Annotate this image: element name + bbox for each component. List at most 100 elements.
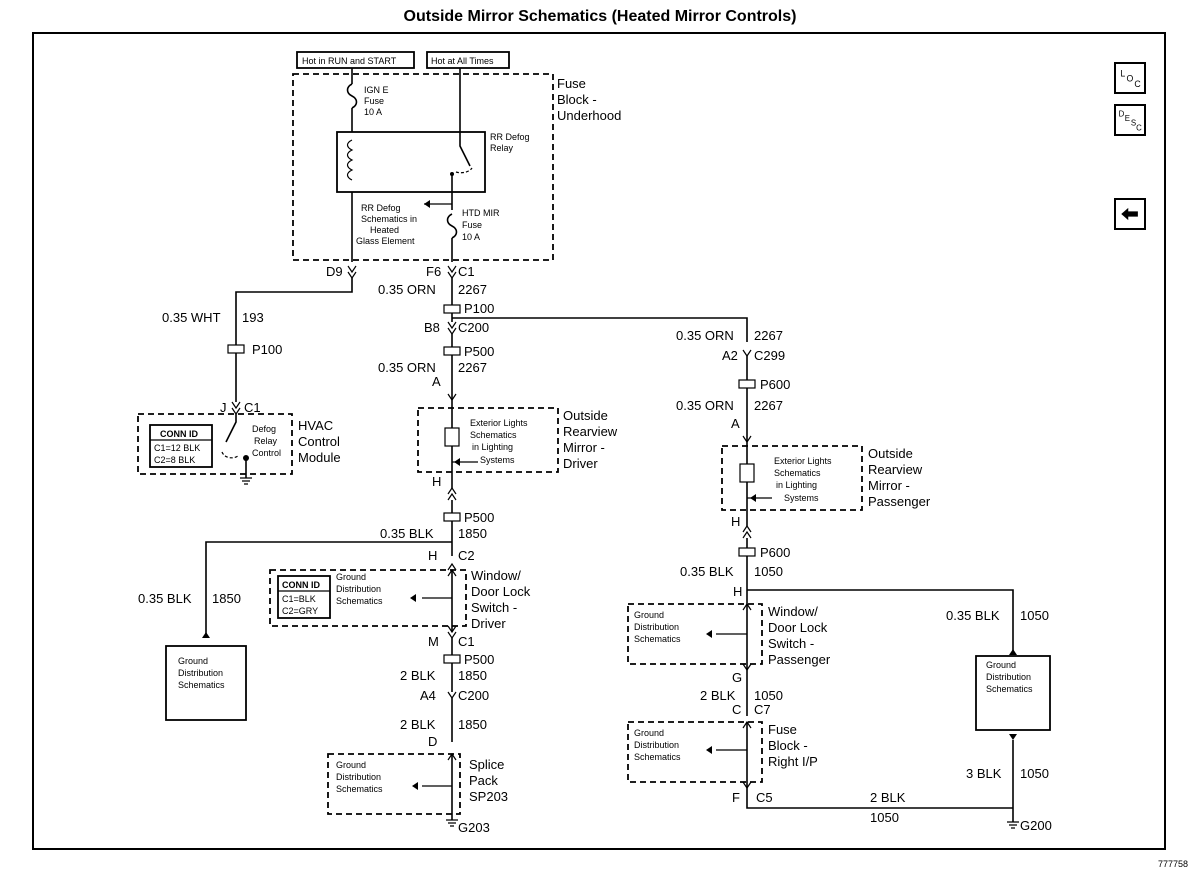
c1850c-label: 1850 [458, 717, 487, 732]
p100-left-label: P100 [252, 342, 282, 357]
driver-mirror-ref-4: Systems [480, 455, 515, 465]
c1050d-label: 1050 [1020, 766, 1049, 781]
hvac-relay-ctrl-2: Relay [254, 436, 278, 446]
ground-distribution-right: Ground Distribution Schematics 3 BLK 105… [966, 655, 1052, 833]
blk-right-label: 0.35 BLK [946, 608, 1000, 623]
pass-switch-name-1: Window/ [768, 604, 818, 619]
g200-label: G200 [1020, 818, 1052, 833]
driver-switch-outline [269, 569, 467, 627]
pass-mirror-name-1: Outside [868, 446, 913, 461]
wire-2267-to-passenger [452, 317, 748, 342]
diagram-frame [32, 32, 1166, 850]
svg-text:S: S [1131, 118, 1136, 127]
ground-left-box [165, 645, 247, 721]
driver-mirror-name-2: Rearview [563, 424, 618, 439]
pass-mirror-ref-3: in Lighting [776, 480, 817, 490]
fuse-block-name-1: Fuse [557, 76, 586, 91]
blk1-label: 0.35 BLK [380, 526, 434, 541]
svg-text:O: O [1127, 74, 1134, 84]
blk-bottom-label: 2 BLK [870, 790, 906, 805]
c200b-label: C200 [458, 688, 489, 703]
orn-pass1-label: 0.35 ORN [676, 328, 734, 343]
driver-mirror-ref-2: Schematics [470, 430, 517, 440]
ground-left-3: Schematics [178, 680, 225, 690]
con-d-label: D [428, 734, 437, 749]
pass-mirror-name-3: Mirror - [868, 478, 910, 493]
htd-fuse-label-1: HTD MIR [462, 208, 500, 218]
fuse-ip-ref-1: Ground [634, 728, 664, 738]
hvac-relay-ctrl-1: Defog [252, 424, 276, 434]
a2-connector-icon [742, 349, 752, 358]
blk-left-label: 0.35 BLK [138, 591, 192, 606]
hvac-name-3: Module [298, 450, 341, 465]
c1050a-label: 1050 [754, 564, 783, 579]
hvac-module-outline [137, 413, 293, 475]
driver-switch-name-4: Driver [471, 616, 506, 631]
hot-all-times-label-box [426, 51, 510, 69]
back-button[interactable] [1114, 198, 1146, 230]
desc-icon: D E S C [1119, 110, 1143, 133]
driver-switch-ref-2: Distribution [336, 584, 381, 594]
g-label: G [732, 670, 742, 685]
pass-mirror-ref-1: Exterior Lights [774, 456, 832, 466]
driver-mirror-ref-3: in Lighting [472, 442, 513, 452]
wire-193-circuit: 193 [242, 310, 264, 325]
c1-top-label: C1 [458, 264, 475, 279]
fuse-block-underhood: Hot in RUN and START Hot at All Times Fu… [292, 51, 621, 262]
blk-pass2-label: 2 BLK [700, 688, 736, 703]
relay-coil-icon [346, 139, 354, 181]
fuse-ip-name-2: Block - [768, 738, 808, 753]
wire-193 [235, 278, 353, 345]
relay-switch-contact [459, 132, 471, 167]
driver-mirror-h-connector [447, 486, 457, 501]
blk3-label: 2 BLK [400, 717, 436, 732]
driver-switch-ref-3: Schematics [336, 596, 383, 606]
g203-label: G203 [458, 820, 490, 835]
pass-mirror-ref-4: Systems [784, 493, 819, 503]
hot-run-start-label: Hot in RUN and START [302, 56, 397, 66]
driver-conn-id: CONN ID [282, 580, 321, 590]
ign-fuse-label-3: 10 A [364, 107, 382, 117]
driver-conn-id-table [277, 575, 331, 619]
hot-run-start-label-box [296, 51, 415, 69]
driver-switch-name-1: Window/ [471, 568, 521, 583]
driver-mirror-name-1: Outside [563, 408, 608, 423]
c1850b-label: 1850 [458, 668, 487, 683]
hvac-relay-switch [225, 414, 237, 443]
driver-window-switch: CONN ID C1=BLK C2=GRY Ground Distributio… [269, 562, 531, 749]
desc-button[interactable]: D E S C [1114, 104, 1146, 136]
driver-switch-name-3: Switch - [471, 600, 517, 615]
top-connectors: D9 F6 C1 0.35 WHT 193 P100 J C1 0.35 ORN… [162, 264, 748, 416]
ign-e-fuse-symbol [346, 83, 358, 109]
pass-mirror-heater-element [739, 463, 755, 483]
pass-mirror-name-2: Rearview [868, 462, 923, 477]
splice-pack-sp203: Ground Distribution Schematics Splice Pa… [327, 752, 508, 835]
loc-button[interactable]: L O C [1114, 62, 1146, 94]
p100-left-inline-icon [227, 344, 245, 354]
pass-switch-name-4: Passenger [768, 652, 831, 667]
pass-mirror-ref-arrowhead [750, 494, 756, 502]
c1050b-label: 1050 [754, 688, 783, 703]
driver-mirror-outline [417, 407, 559, 473]
passenger-mirror-outline [721, 445, 863, 511]
wire-1850-to-ground [205, 541, 452, 638]
p500c-inline-icon [443, 654, 461, 664]
pass-switch-ref-1: Ground [634, 610, 664, 620]
fuse-block-name-3: Underhood [557, 108, 621, 123]
passenger-window-switch: Ground Distribution Schematics Window/ D… [627, 602, 831, 717]
htd-mir-fuse-symbol [446, 213, 458, 239]
c299-label: C299 [754, 348, 785, 363]
pass-switch-name-3: Switch - [768, 636, 814, 651]
document-number: 777758 [1157, 859, 1188, 869]
rr-defog-ref-1: RR Defog [361, 203, 401, 213]
g203-ground-icon [446, 819, 458, 827]
ground-right-box [975, 655, 1051, 731]
hvac-switch-dashed [221, 451, 239, 459]
p100-mid-label: P100 [464, 301, 494, 316]
hvac-conn-id-table [149, 424, 213, 468]
rr-defog-ref-arrowhead [424, 200, 430, 208]
p600b-inline-icon [738, 547, 756, 557]
hvac-control-module: CONN ID C1=12 BLK C2=8 BLK Defog Relay C… [137, 413, 341, 485]
fuse-ip-bottom-connector [742, 781, 752, 790]
c-label: C [732, 702, 741, 717]
